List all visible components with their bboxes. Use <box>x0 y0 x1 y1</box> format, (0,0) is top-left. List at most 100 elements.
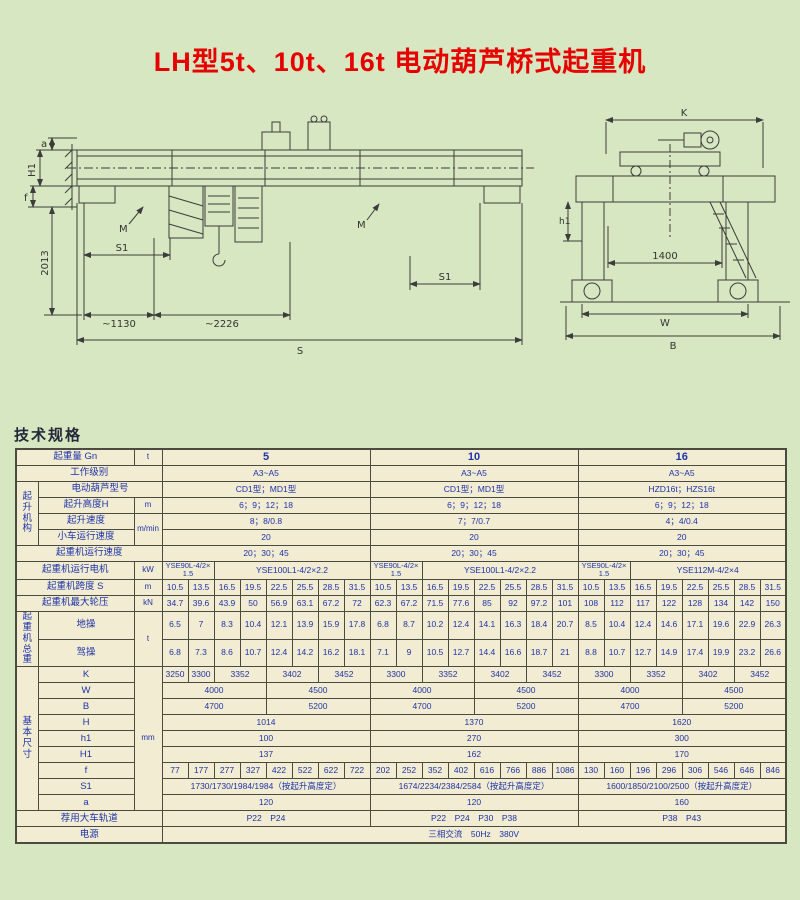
table-cell: 3300 <box>187 666 215 684</box>
table-cell: 39.6 <box>187 594 215 612</box>
table-cell: 1014 <box>161 714 371 732</box>
table-cell: a <box>37 794 135 812</box>
table-cell: 14.6 <box>655 610 683 640</box>
table-cell: 886 <box>525 762 553 780</box>
table-cell: 3452 <box>733 666 787 684</box>
table-cell: 6.8 <box>369 610 397 640</box>
table-cell: 28.5 <box>525 578 553 596</box>
table-cell: m <box>133 497 163 514</box>
table-cell: 14.1 <box>473 610 501 640</box>
table-cell: 10.5 <box>161 578 189 596</box>
table-cell: 1086 <box>551 762 579 780</box>
table-cell: 起重机最大轮压 <box>15 594 135 612</box>
table-cell: 117 <box>629 594 657 612</box>
table-cell: 15.9 <box>317 610 345 640</box>
table-cell: 137 <box>161 746 371 764</box>
table-cell: 13.9 <box>291 610 319 640</box>
table-cell: YSE112M-4/2×4 <box>629 561 787 580</box>
table-cell: 13.5 <box>603 578 631 596</box>
table-cell: 17.1 <box>681 610 709 640</box>
table-cell: 77.6 <box>447 594 475 612</box>
table-cell: m <box>133 578 163 596</box>
table-cell: 1600/1850/2100/2500（按起升高度定） <box>577 778 787 796</box>
table-cell: 6.5 <box>161 610 189 640</box>
table-cell: kN <box>133 594 163 612</box>
table-cell: 基本尺寸 <box>15 666 39 812</box>
table-cell: 7；7/0.7 <box>369 513 579 530</box>
table-cell: A3~A5 <box>161 465 371 482</box>
table-cell: 26.3 <box>759 610 787 640</box>
table-cell: P22 P24 <box>161 810 371 828</box>
dim-label-a: a <box>41 139 47 150</box>
crane-side-view-svg: a H1 f 2013 S1 S1 ~1130 ~2226 S M M <box>24 115 534 357</box>
table-cell: 起重机总重 <box>15 610 39 668</box>
table-cell: 150 <box>759 594 787 612</box>
dim-label-f: f <box>24 193 28 204</box>
table-cell: YSE90L-4/2×1.5 <box>369 561 423 580</box>
table-cell: 25.5 <box>707 578 735 596</box>
table-cell: 112 <box>603 594 631 612</box>
table-cell: 25.5 <box>291 578 319 596</box>
table-cell: 地操 <box>37 610 135 640</box>
table-cell: t <box>133 610 163 668</box>
table-cell: 422 <box>265 762 293 780</box>
table-cell: t <box>133 448 163 466</box>
table-cell: h1 <box>37 730 135 748</box>
drawing-side-view: a H1 f 2013 S1 S1 ~1130 ~2226 S M M <box>22 108 557 363</box>
table-cell: 12.7 <box>629 638 657 668</box>
page-title: LH型5t、10t、16t 电动葫芦桥式起重机 <box>153 47 647 78</box>
dim-label-H1: H1 <box>27 163 38 177</box>
table-cell: 10.5 <box>577 578 605 596</box>
table-cell: 277 <box>213 762 241 780</box>
table-cell: 22.5 <box>681 578 709 596</box>
table-cell: 电动葫芦型号 <box>37 481 163 498</box>
table-cell: 177 <box>187 762 215 780</box>
table-cell: 12.4 <box>629 610 657 640</box>
table-cell: 5200 <box>473 698 579 716</box>
table-cell: 19.9 <box>707 638 735 668</box>
table-cell: 12.7 <box>447 638 475 668</box>
table-cell: 3352 <box>421 666 475 684</box>
table-cell: 22.5 <box>265 578 293 596</box>
crane-end-view-svg: K h1 1400 W B <box>559 108 790 352</box>
table-cell: 202 <box>369 762 397 780</box>
dim-label-1400: 1400 <box>652 251 677 262</box>
table-cell: 1674/2234/2384/2584（按起升高度定） <box>369 778 579 796</box>
table-cell: 14.4 <box>473 638 501 668</box>
table-cell: 4000 <box>369 682 475 700</box>
table-cell: 16.5 <box>421 578 449 596</box>
table-cell: 122 <box>655 594 683 612</box>
table-cell: 起重机运行速度 <box>15 545 163 562</box>
table-cell: 130 <box>577 762 605 780</box>
table-cell: kW <box>133 561 163 580</box>
table-cell: 4700 <box>161 698 267 716</box>
dim-label-W: W <box>660 318 670 329</box>
table-cell: 19.5 <box>447 578 475 596</box>
table-cell: P38 P43 <box>577 810 787 828</box>
table-cell: 1370 <box>369 714 579 732</box>
table-cell: 3402 <box>473 666 527 684</box>
table-cell: 522 <box>291 762 319 780</box>
table-cell: B <box>37 698 135 716</box>
table-cell: 5200 <box>265 698 371 716</box>
table-cell: H1 <box>37 746 135 764</box>
table-cell: 7.3 <box>187 638 215 668</box>
table-cell: 16.6 <box>499 638 527 668</box>
table-cell: 4500 <box>681 682 787 700</box>
table-cell: 6；9；12；18 <box>161 497 371 514</box>
table-cell: 12.4 <box>447 610 475 640</box>
table-cell: 72 <box>343 594 371 612</box>
table-cell: 722 <box>343 762 371 780</box>
